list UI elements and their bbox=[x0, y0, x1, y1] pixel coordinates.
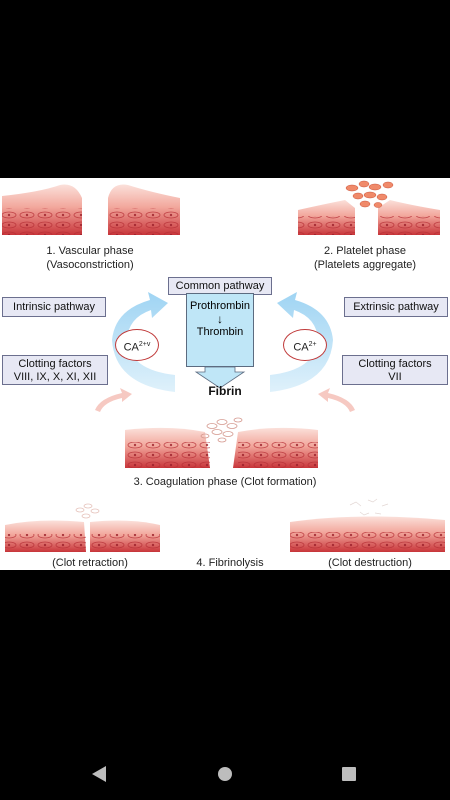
calcium-right-symbol: CA bbox=[293, 341, 309, 354]
intrinsic-cascade-arrow bbox=[112, 292, 175, 392]
coagulation-phase-vessel bbox=[125, 417, 318, 468]
clotting-factors-right: Clotting factors VII bbox=[342, 355, 448, 385]
vascular-phase-vessel bbox=[2, 184, 180, 235]
phase2-caption: 2. Platelet phase (Platelets aggregate) bbox=[300, 244, 430, 272]
recents-icon[interactable] bbox=[342, 767, 356, 781]
extrinsic-pathway-label: Extrinsic pathway bbox=[344, 297, 448, 317]
prothrombin-thrombin-box: Prothrombin ↓ Thrombin bbox=[186, 293, 254, 367]
clot-destruction-vessel bbox=[290, 498, 445, 552]
fibrin-down-arrow bbox=[194, 366, 246, 389]
clotting-factors-right-title: Clotting factors bbox=[358, 358, 432, 370]
platelet-phase-vessel bbox=[298, 180, 440, 235]
calcium-left-charge: 2+v bbox=[138, 341, 151, 348]
phase1-caption: 1. Vascular phase (Vasoconstriction) bbox=[20, 244, 160, 272]
nav-icons bbox=[92, 766, 356, 782]
extrinsic-cascade-arrow bbox=[270, 292, 333, 392]
clot-retraction-vessel bbox=[5, 503, 160, 552]
calcium-left-symbol: CA bbox=[123, 341, 139, 354]
home-icon[interactable] bbox=[218, 767, 232, 781]
diagram-graphics bbox=[2, 180, 445, 552]
phase2-title: 2. Platelet phase bbox=[324, 245, 406, 257]
factor-arrow-left bbox=[95, 388, 132, 412]
clotting-factors-left-title: Clotting factors bbox=[18, 358, 92, 370]
clotting-factors-left: Clotting factors VIII, IX, X, XI, XII bbox=[2, 355, 108, 385]
calcium-left-badge: CA2+v bbox=[115, 329, 159, 361]
fibrin-label: Fibrin bbox=[208, 384, 242, 398]
phase2-subtitle: (Platelets aggregate) bbox=[313, 259, 417, 271]
thrombin-label: Thrombin bbox=[196, 326, 244, 338]
intrinsic-pathway-label: Intrinsic pathway bbox=[2, 297, 106, 317]
conversion-arrow-icon: ↓ bbox=[217, 312, 223, 326]
clot-retraction-caption: (Clot retraction) bbox=[52, 557, 128, 569]
phase3-caption: 3. Coagulation phase (Clot formation) bbox=[133, 476, 317, 488]
phase1-title: 1. Vascular phase bbox=[46, 245, 134, 257]
back-icon[interactable] bbox=[92, 766, 106, 782]
system-navigation-bar bbox=[0, 738, 450, 800]
prothrombin-label: Prothrombin bbox=[190, 300, 250, 312]
phase1-subtitle: (Vasoconstriction) bbox=[46, 259, 134, 271]
clot-destruction-caption: (Clot destruction) bbox=[328, 557, 412, 569]
clotting-factors-right-list: VII bbox=[388, 371, 402, 383]
clotting-factors-left-list: VIII, IX, X, XI, XII bbox=[13, 371, 97, 383]
factor-arrow-right bbox=[318, 388, 355, 412]
calcium-right-badge: CA2+ bbox=[283, 329, 327, 361]
fibrinolysis-caption: 4. Fibrinolysis bbox=[196, 557, 264, 569]
calcium-right-charge: 2+ bbox=[308, 341, 317, 348]
